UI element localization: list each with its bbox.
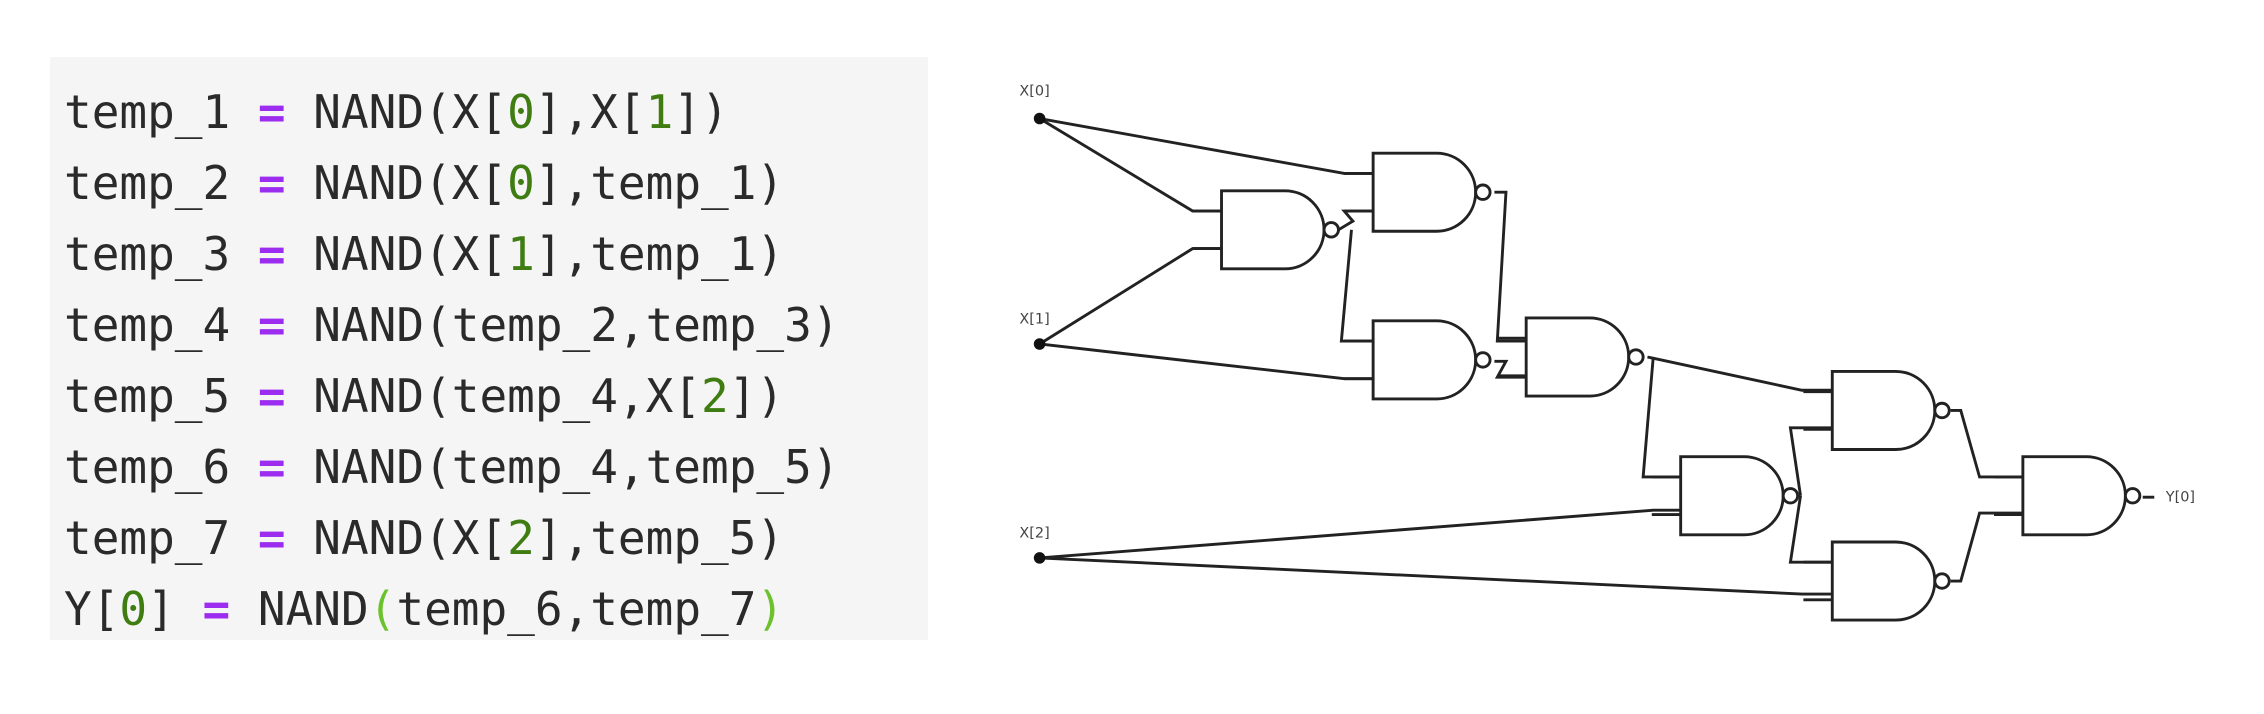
code-token: NAND(temp_2,temp_3) <box>285 298 840 352</box>
wire-x2-temp7 <box>1039 556 1833 596</box>
assign-operator: = <box>257 298 286 352</box>
code-token: NAND(X[ <box>285 227 508 281</box>
code-token: NAND(X[ <box>285 156 508 210</box>
wire-temp1-temp3 <box>1339 229 1374 343</box>
code-line: temp_7 = NAND(X[2],temp_5) <box>50 503 928 574</box>
assign-operator: = <box>202 582 231 636</box>
code-block: temp_1 = NAND(X[0],X[1])temp_2 = NAND(X[… <box>50 57 928 640</box>
code-token: ],temp_1) <box>534 156 785 210</box>
output-label-y0: Y[0] <box>2165 490 2195 506</box>
code-token: ]) <box>728 369 785 423</box>
code-token: temp_3 <box>64 227 258 281</box>
code-token: ],temp_1) <box>534 227 785 281</box>
code-token: ],temp_5) <box>534 511 785 565</box>
input-label-x1: X[1] <box>1019 312 1049 328</box>
wire-temp7-y0 <box>1950 511 2023 583</box>
nand-gate-temp_6 <box>1803 370 1951 451</box>
nand-gate-temp_2 <box>1344 151 1492 233</box>
code-token: ] <box>147 582 203 636</box>
code-line: temp_4 = NAND(temp_2,temp_3) <box>50 290 928 361</box>
input-node-x0 <box>1033 112 1046 125</box>
code-line: Y[0] = NAND(temp_6,temp_7) <box>50 574 928 645</box>
code-token: temp_5 <box>64 369 258 423</box>
code-token: ) <box>756 582 785 636</box>
wire-temp5-temp7 <box>1788 495 1833 564</box>
index-number: 1 <box>645 85 674 139</box>
code-token: temp_7 <box>64 511 258 565</box>
assign-operator: = <box>257 85 286 139</box>
assign-operator: = <box>257 511 286 565</box>
code-token: temp_2 <box>64 156 258 210</box>
code-token: NAND(temp_4,temp_5) <box>285 440 840 494</box>
index-number: 1 <box>507 227 535 281</box>
index-number: 0 <box>507 156 535 210</box>
wire-x0-temp2 <box>1039 117 1374 175</box>
assign-operator: = <box>257 156 286 210</box>
index-number: 2 <box>507 511 535 565</box>
index-number: 0 <box>507 85 535 139</box>
wire-x0-temp1 <box>1038 117 1222 213</box>
wire-x1-temp3 <box>1039 342 1374 381</box>
code-token: NAND(X[ <box>285 85 508 139</box>
nand-gate-temp_4 <box>1497 316 1645 398</box>
nand-gate-y0 <box>1993 455 2142 537</box>
nand-gate-temp_3 <box>1344 319 1492 401</box>
code-token: ( <box>368 582 397 636</box>
code-token: Y[ <box>64 582 120 636</box>
nand-gate-temp_7 <box>1803 540 1951 622</box>
input-label-x0: X[0] <box>1019 83 1049 99</box>
code-token: temp_6,temp_7 <box>396 582 757 636</box>
assign-operator: = <box>257 440 286 494</box>
index-number: 2 <box>701 369 729 423</box>
wire-temp4-temp6 <box>1647 355 1833 392</box>
input-terminals: X[0] X[1] X[2] Y[0] <box>1019 83 2195 564</box>
code-line: temp_2 = NAND(X[0],temp_1) <box>50 148 928 219</box>
input-node-x2 <box>1033 552 1046 564</box>
code-line: temp_1 = NAND(X[0],X[1]) <box>50 77 928 148</box>
code-line: temp_5 = NAND(temp_4,X[2]) <box>50 361 928 432</box>
input-label-x2: X[2] <box>1019 526 1049 542</box>
wire-temp4-temp5 <box>1641 356 1681 479</box>
assign-operator: = <box>257 227 286 281</box>
code-token: NAND(X[ <box>285 511 508 565</box>
wire-temp5-temp6 <box>1788 426 1833 496</box>
nand-gate-temp_1 <box>1192 189 1340 271</box>
code-line: temp_6 = NAND(temp_4,temp_5) <box>50 432 928 503</box>
wire-x1-temp1 <box>1038 247 1222 346</box>
code-line: temp_3 = NAND(X[1],temp_1) <box>50 219 928 290</box>
assign-operator: = <box>257 369 286 423</box>
wire-x2-temp5 <box>1039 508 1681 560</box>
code-token: NAND <box>230 582 369 636</box>
code-token: ],X[ <box>534 85 646 139</box>
wire-temp6-y0 <box>1950 409 2023 479</box>
code-token: ]) <box>673 85 729 139</box>
nand-gate-temp_5 <box>1651 455 1800 537</box>
code-token: temp_1 <box>64 85 258 139</box>
code-token: NAND(temp_4,X[ <box>285 369 701 423</box>
input-node-x1 <box>1033 338 1046 350</box>
code-token: temp_4 <box>64 298 258 352</box>
wire-temp1-temp2 <box>1337 209 1374 232</box>
index-number: 0 <box>119 582 148 636</box>
wire-temp2-temp4 <box>1494 190 1527 343</box>
code-token: temp_6 <box>64 440 258 494</box>
